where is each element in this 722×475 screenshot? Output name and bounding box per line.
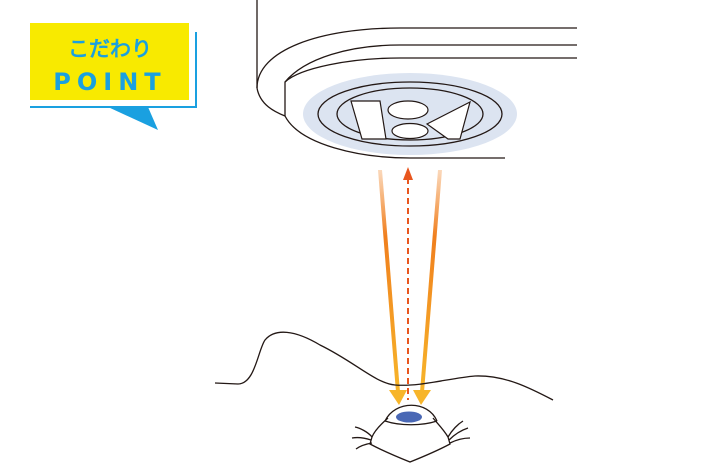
- arrow-left-head: [389, 390, 407, 405]
- arrow-left-shaft: [378, 170, 400, 392]
- eyelashes-left: [351, 426, 373, 450]
- badge-background: [30, 23, 189, 100]
- sensor-window-left: [350, 100, 387, 140]
- ceiling-light: [256, 0, 577, 159]
- reflect-arrow-head: [403, 167, 413, 180]
- arrow-right-head: [413, 390, 431, 405]
- badge-title: こだわり: [68, 37, 152, 61]
- badge-tail: [108, 107, 158, 130]
- iris: [396, 411, 422, 423]
- badge-shadow: [30, 32, 197, 108]
- face-profile: [214, 331, 554, 401]
- light-arrows: [378, 167, 442, 405]
- arrow-right-shaft: [420, 170, 442, 392]
- badge-subtitle: POINT: [53, 68, 166, 96]
- eyelashes-right: [447, 420, 471, 444]
- kodawari-point-badge: こだわり POINT: [30, 23, 197, 130]
- sensor-window-right: [425, 100, 471, 140]
- sensor-oval-top: [387, 100, 429, 120]
- sensor-oval-bottom: [391, 122, 429, 140]
- eye: [351, 404, 471, 463]
